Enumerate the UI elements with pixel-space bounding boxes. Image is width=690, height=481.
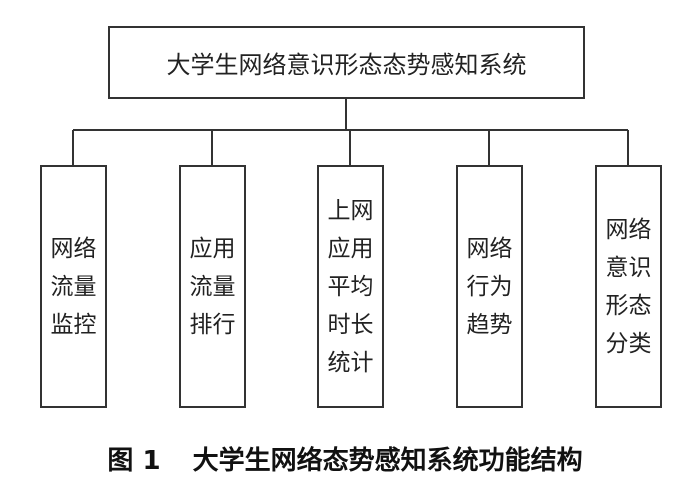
figure-caption: 图 1 大学生网络态势感知系统功能结构 <box>0 440 690 477</box>
child-node-label: 网络 流量 监控 <box>50 235 97 338</box>
child-node-app-traffic-ranking: 应用 流量 排行 <box>179 165 246 408</box>
child-node-label: 网络 行为 趋势 <box>466 235 513 338</box>
child-node-label: 网络 意识 形态 分类 <box>605 216 652 357</box>
child-node-label: 应用 流量 排行 <box>189 235 236 338</box>
child-node-network-traffic-monitoring: 网络 流量 监控 <box>40 165 107 408</box>
child-node-label: 上网 应用 平均 时长 统计 <box>327 197 374 376</box>
figure-caption-text: 大学生网络态势感知系统功能结构 <box>192 446 583 476</box>
root-node-label: 大学生网络意识形态态势感知系统 <box>166 51 527 79</box>
figure-number: 图 1 <box>107 446 161 476</box>
child-node-ideology-classification: 网络 意识 形态 分类 <box>595 165 662 408</box>
root-node: 大学生网络意识形态态势感知系统 <box>108 26 585 99</box>
child-node-network-behavior-trend: 网络 行为 趋势 <box>456 165 523 408</box>
child-node-app-average-duration: 上网 应用 平均 时长 统计 <box>317 165 384 408</box>
